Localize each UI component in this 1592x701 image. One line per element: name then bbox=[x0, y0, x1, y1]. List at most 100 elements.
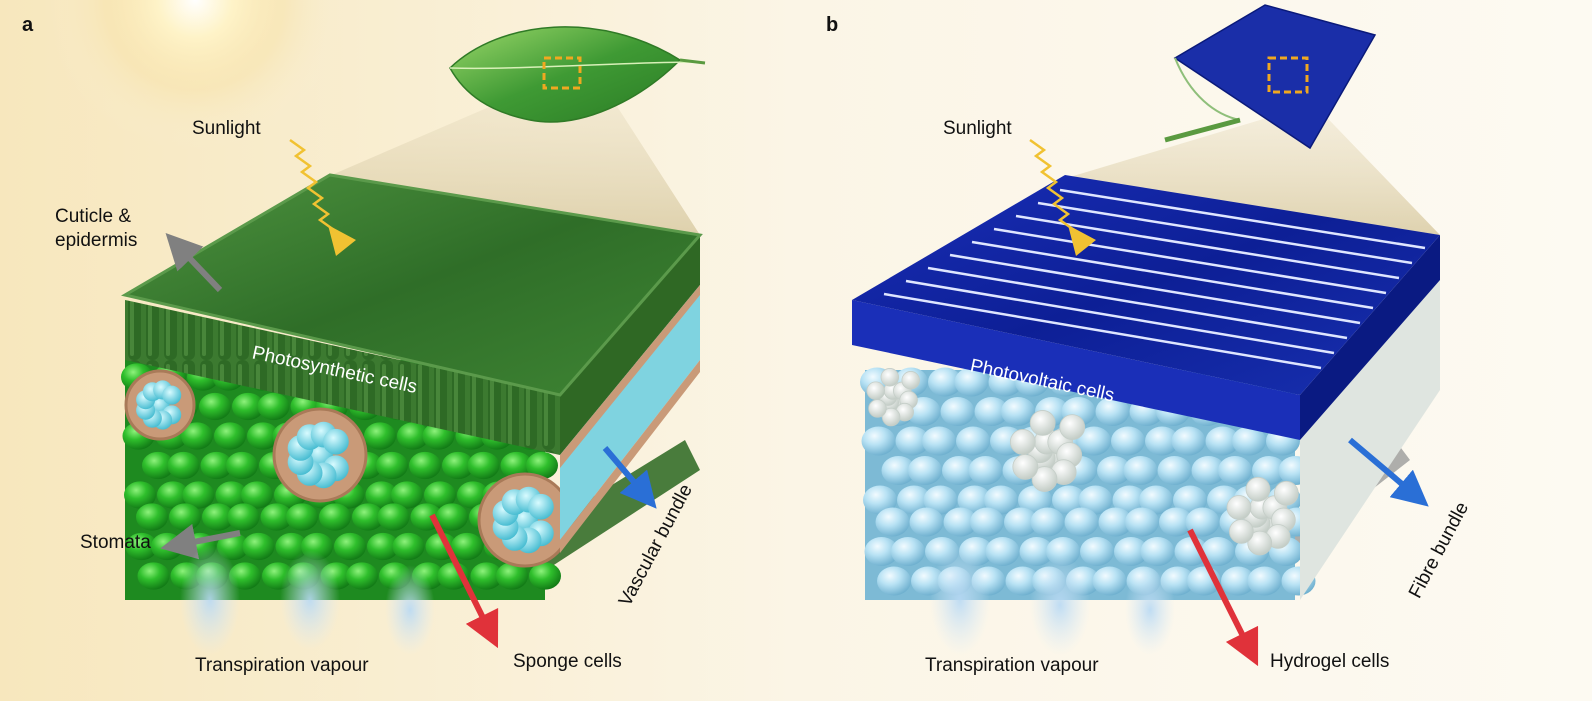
vessel-cell bbox=[527, 493, 554, 520]
cell-sphere bbox=[1159, 507, 1193, 537]
cell-sphere bbox=[346, 562, 378, 590]
cell-sphere bbox=[957, 485, 992, 515]
cell-sphere bbox=[364, 422, 396, 450]
cell-sphere bbox=[956, 426, 990, 456]
sunlight-label-b: Sunlight bbox=[943, 118, 1012, 139]
cell-sphere bbox=[151, 532, 183, 561]
panel-b-illustration bbox=[852, 4, 1440, 600]
palisade-front bbox=[125, 300, 560, 455]
vessel-cell bbox=[162, 385, 182, 405]
cell-sphere bbox=[1140, 537, 1175, 566]
cell-sphere bbox=[1201, 537, 1235, 566]
cell-sphere bbox=[922, 426, 956, 456]
cell-sphere bbox=[125, 532, 158, 561]
cell-sphere bbox=[984, 485, 1018, 515]
cell-sphere bbox=[970, 507, 1004, 537]
cell-sphere bbox=[1171, 426, 1206, 456]
sponge-cells-arrow bbox=[429, 513, 499, 649]
cell-sphere bbox=[226, 451, 258, 480]
cell-sphere bbox=[260, 503, 293, 531]
cell-sphere bbox=[214, 422, 246, 450]
stomata-arrow bbox=[160, 523, 241, 560]
cell-sphere bbox=[1030, 507, 1065, 537]
zoom-box bbox=[542, 56, 582, 90]
cell-sphere bbox=[286, 503, 318, 531]
cell-sphere bbox=[136, 503, 168, 531]
cell-sphere bbox=[1005, 566, 1040, 596]
cell-sphere bbox=[334, 532, 366, 561]
fibre-strand bbox=[901, 371, 920, 390]
cell-sphere bbox=[1092, 566, 1127, 596]
sun-glow bbox=[45, 0, 345, 150]
cell-sphere bbox=[397, 422, 429, 450]
vascular-bundle bbox=[560, 285, 700, 540]
cell-sphere bbox=[985, 537, 1020, 566]
fibre-strand bbox=[1031, 466, 1058, 492]
fibre-strand bbox=[1228, 519, 1254, 544]
cell-sphere bbox=[1111, 426, 1145, 456]
hydrogel-cells-label: Hydrogel cells bbox=[1270, 651, 1390, 672]
cell-sphere bbox=[409, 451, 441, 480]
cell-sphere bbox=[1004, 507, 1038, 537]
cell-sphere bbox=[1001, 397, 1035, 426]
fibre-bundle-arrow bbox=[1348, 437, 1429, 507]
fibre-strand bbox=[1009, 429, 1036, 455]
cell-sphere bbox=[864, 537, 899, 566]
cell-sphere bbox=[529, 562, 561, 590]
cell-sphere bbox=[1095, 397, 1130, 426]
fibre-bundle bbox=[1300, 240, 1440, 600]
cell-sphere bbox=[1114, 537, 1148, 566]
sunlight-label-a: Sunlight bbox=[192, 118, 261, 139]
cell-sphere bbox=[877, 566, 911, 596]
cell-sphere bbox=[242, 532, 275, 561]
cell-sphere bbox=[257, 392, 290, 421]
cell-sphere bbox=[1123, 456, 1158, 485]
cell-sphere bbox=[891, 537, 925, 566]
fibre-strand bbox=[880, 368, 900, 387]
cell-sphere bbox=[942, 456, 976, 485]
cell-sphere bbox=[1185, 507, 1220, 537]
cell-sphere bbox=[881, 456, 916, 485]
fibre-strand bbox=[866, 381, 885, 400]
cell-sphere bbox=[470, 562, 503, 590]
cell-sphere bbox=[442, 451, 474, 480]
cell-sphere bbox=[1221, 566, 1255, 596]
busbars bbox=[883, 188, 1426, 370]
zoom-cone bbox=[320, 80, 700, 235]
cell-sphere bbox=[943, 507, 978, 537]
cell-sphere bbox=[863, 485, 897, 515]
cell-sphere bbox=[1173, 485, 1207, 515]
cell-sphere bbox=[365, 481, 398, 509]
cell-sphere bbox=[467, 451, 500, 480]
cell-sphere bbox=[367, 532, 399, 561]
cuticle-label: Cuticle & bbox=[55, 206, 132, 227]
cell-sphere bbox=[1097, 456, 1131, 485]
cell-sphere bbox=[861, 426, 896, 456]
cell-sphere bbox=[392, 532, 425, 561]
cell-sphere bbox=[202, 503, 234, 531]
palisade-side bbox=[560, 235, 700, 455]
cuticle-top bbox=[120, 173, 703, 397]
cell-sphere bbox=[200, 451, 233, 480]
vascular-bundle-arrow bbox=[602, 446, 657, 509]
cell-sphere bbox=[232, 392, 264, 421]
cell-sphere bbox=[1247, 566, 1282, 596]
cell-sphere bbox=[424, 481, 456, 509]
fibre-strand bbox=[1029, 410, 1056, 436]
panel-a-letter: a bbox=[22, 14, 34, 36]
leaf-icon bbox=[449, 26, 706, 123]
cell-sphere bbox=[968, 456, 1003, 485]
cell-sphere bbox=[182, 481, 215, 509]
cell-sphere bbox=[1019, 537, 1054, 566]
cell-sphere bbox=[157, 481, 189, 509]
cell-sphere bbox=[496, 562, 528, 590]
solar-panel-leaf-icon bbox=[1164, 4, 1377, 150]
cuticle-arrow bbox=[165, 232, 223, 293]
cell-sphere bbox=[124, 481, 156, 509]
cell-sphere bbox=[227, 503, 260, 531]
cell-sphere bbox=[897, 485, 931, 515]
cell-sphere bbox=[391, 481, 423, 509]
vapour-label-a: Transpiration vapour bbox=[195, 655, 369, 676]
